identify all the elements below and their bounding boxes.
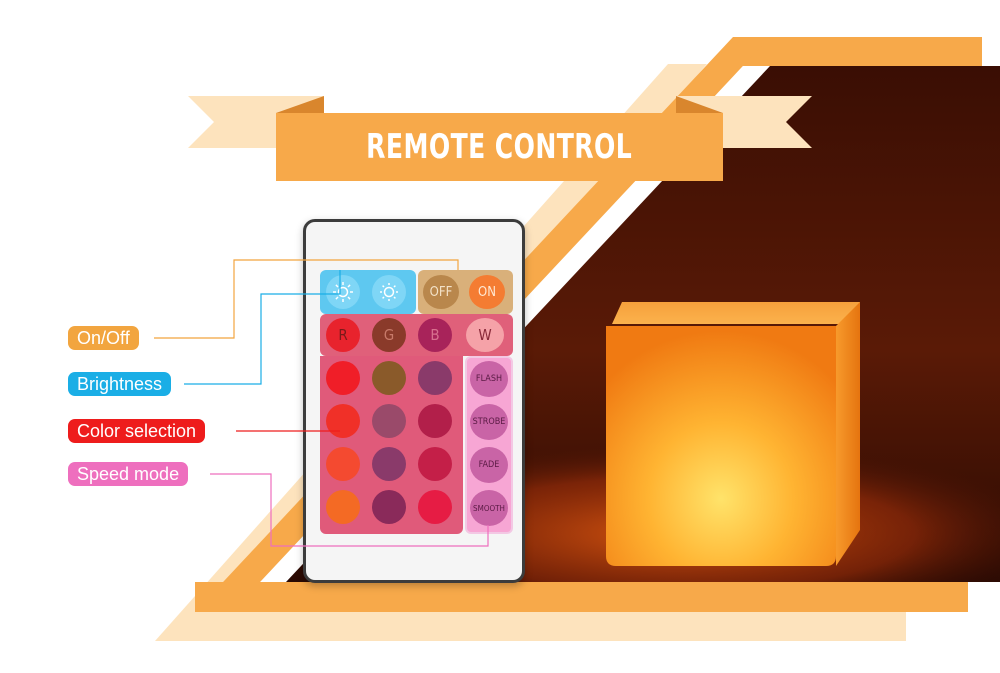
off-label: OFF <box>429 284 453 300</box>
orange-top-bar <box>733 37 982 66</box>
on-label: ON <box>478 284 496 300</box>
strobe-label: STROBE <box>472 417 506 427</box>
ribbon-right-fold <box>676 96 723 113</box>
color-button[interactable] <box>372 361 406 395</box>
color-button[interactable] <box>326 404 360 438</box>
blue-button[interactable]: B <box>418 318 452 352</box>
on-off-label: On/Off <box>68 326 139 350</box>
ribbon-left-fold <box>276 96 324 113</box>
speed-mode-line <box>210 473 489 547</box>
red-button[interactable]: R <box>326 318 360 352</box>
flash-button[interactable]: FLASH <box>470 361 508 397</box>
color-button[interactable] <box>326 490 360 524</box>
b-label: B <box>430 326 440 344</box>
on-off-line <box>154 259 459 339</box>
w-label: W <box>478 326 492 344</box>
title-banner: REMOTE CONTROL <box>276 113 723 181</box>
r-label: R <box>338 326 348 344</box>
speed-mode-label: Speed mode <box>68 462 189 486</box>
color-button[interactable] <box>326 447 360 481</box>
orange-bottom-bar <box>195 582 968 612</box>
color-button[interactable] <box>418 447 452 481</box>
off-button[interactable]: OFF <box>423 275 459 309</box>
flash-label: FLASH <box>475 374 503 384</box>
cube-front <box>606 326 836 566</box>
on-off-text: On/Off <box>77 327 130 348</box>
smooth-button[interactable]: SMOOTH <box>470 490 508 526</box>
color-button[interactable] <box>372 490 406 524</box>
cube-side <box>836 302 860 566</box>
color-button[interactable] <box>372 404 406 438</box>
white-button[interactable]: W <box>466 318 504 352</box>
brightness-text: Brightness <box>77 373 163 394</box>
on-button[interactable]: ON <box>469 275 505 309</box>
g-label: G <box>383 326 395 344</box>
brightness-line <box>184 270 341 385</box>
color-button[interactable] <box>326 361 360 395</box>
strobe-button[interactable]: STROBE <box>470 404 508 440</box>
brightness-down-button[interactable] <box>372 275 406 309</box>
brightness-down-icon <box>380 283 398 301</box>
cube-top <box>612 302 860 324</box>
brightness-up-icon <box>333 282 353 302</box>
brightness-label: Brightness <box>68 372 172 396</box>
color-selection-label: Color selection <box>68 419 206 443</box>
color-selection-text: Color selection <box>77 420 197 441</box>
color-button[interactable] <box>372 447 406 481</box>
color-button[interactable] <box>418 361 452 395</box>
color-button[interactable] <box>418 404 452 438</box>
fade-label: FADE <box>478 460 500 470</box>
brightness-up-button[interactable] <box>326 275 360 309</box>
smooth-label: SMOOTH <box>473 503 505 513</box>
color-button[interactable] <box>418 490 452 524</box>
banner-title: REMOTE CONTROL <box>366 127 633 167</box>
fade-button[interactable]: FADE <box>470 447 508 483</box>
speed-mode-text: Speed mode <box>77 463 180 484</box>
green-button[interactable]: G <box>372 318 406 352</box>
